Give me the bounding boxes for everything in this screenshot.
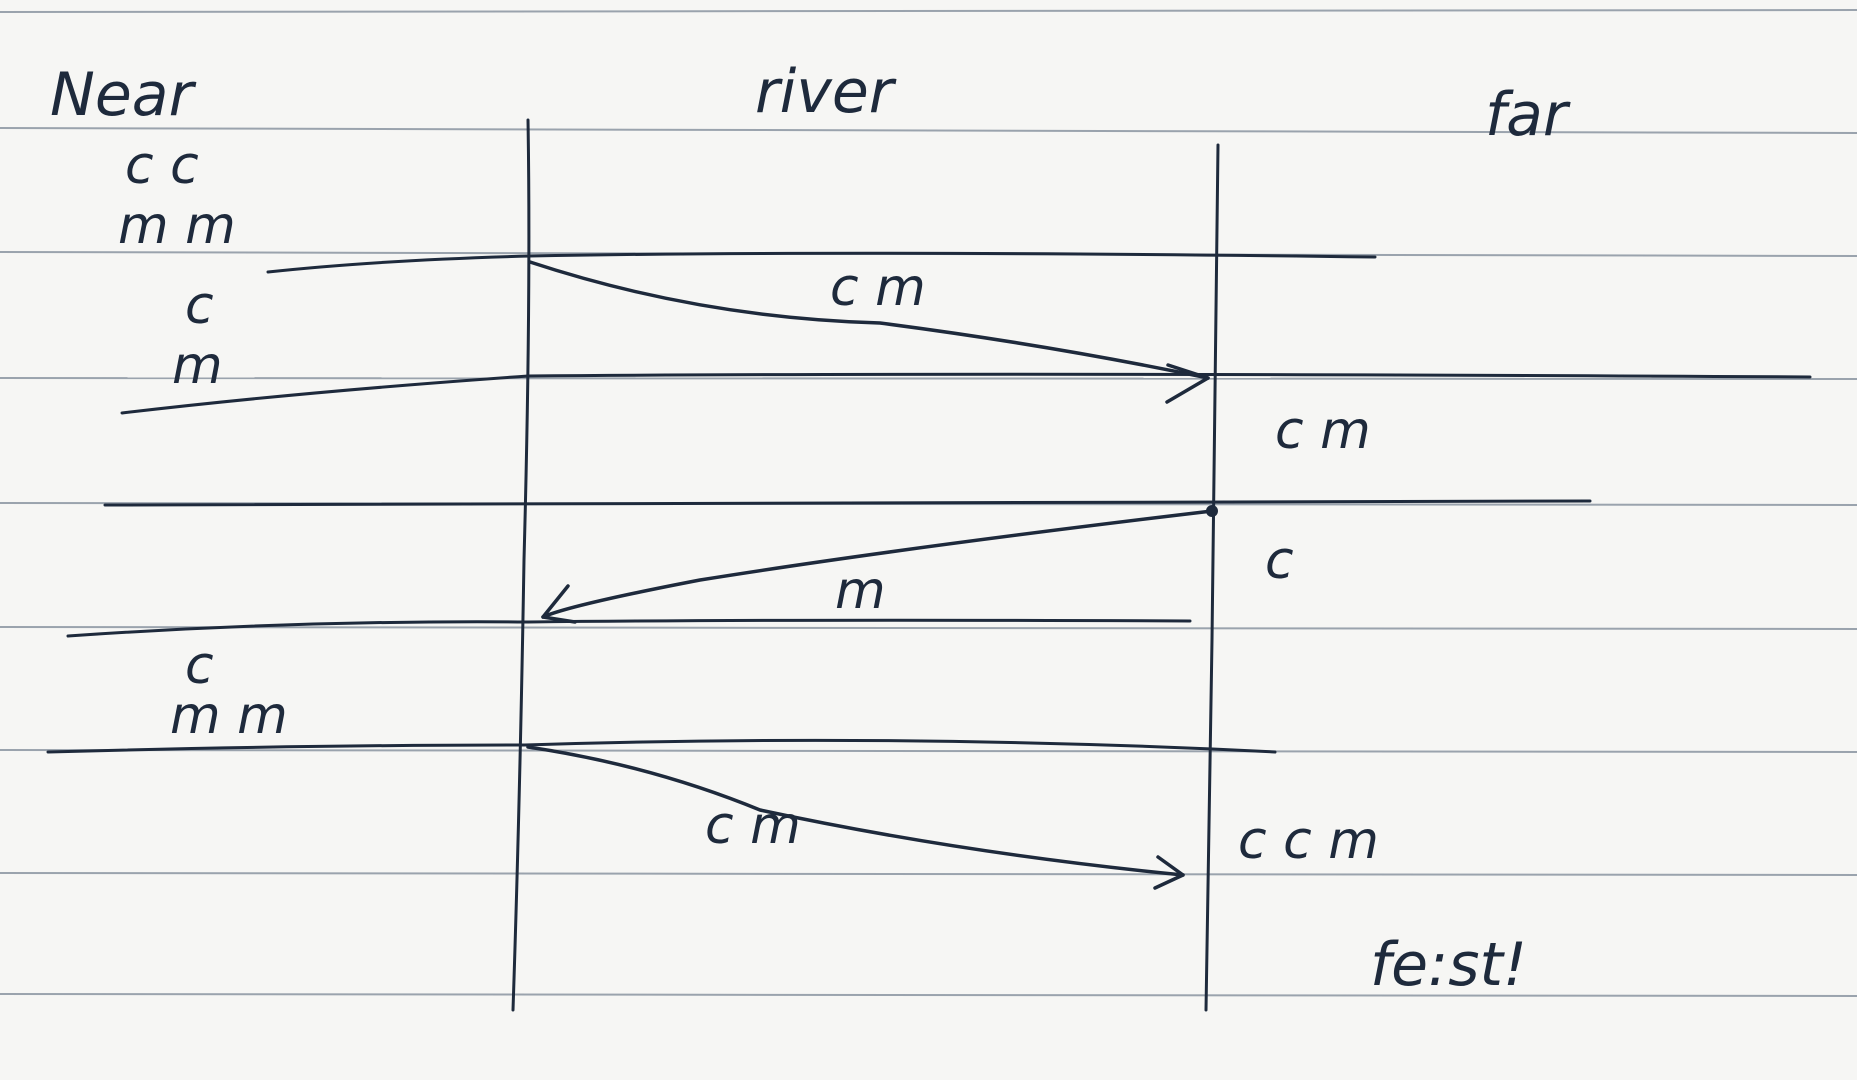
far-step6-group: c c m — [1238, 811, 1379, 871]
trip2-passengers: m — [835, 561, 886, 621]
step-separators — [46, 251, 1812, 754]
near-step5-cannibals: c — [185, 636, 214, 696]
near-step2-cannibals: c — [185, 276, 214, 336]
header-near: Near — [50, 60, 197, 130]
trip3-passengers: c m — [705, 796, 801, 856]
far-bank-line — [1204, 143, 1220, 1012]
ruled-line — [0, 993, 1857, 997]
ruled-line — [0, 127, 1857, 134]
arrow-head-3 — [1153, 855, 1185, 890]
arrow-head-2 — [541, 584, 577, 624]
river-trip-labels: c m m c m — [705, 258, 926, 856]
river-banks — [511, 118, 1220, 1012]
step-divider-3 — [103, 499, 1592, 507]
far-step3-group: c m — [1275, 401, 1371, 461]
near-step5-missionaries: m m — [170, 686, 288, 746]
ruled-line — [0, 377, 1857, 380]
far-bank-labels: c m c c c m — [1238, 401, 1379, 871]
ruled-line — [0, 872, 1857, 876]
arrow-trip-2 — [541, 509, 1214, 619]
near-bank-labels: c c m m c m c m m — [118, 136, 288, 746]
column-headers: Near river far — [50, 57, 1571, 150]
arrow-trip-3 — [526, 745, 1185, 877]
header-river: river — [755, 57, 897, 127]
ruled-line — [0, 749, 1857, 753]
step-divider-2 — [120, 372, 1812, 415]
ruled-line — [0, 9, 1857, 13]
near-step1-missionaries: m m — [118, 196, 236, 256]
near-bank-line — [511, 118, 531, 1012]
step-divider-1 — [266, 251, 1377, 274]
header-far: far — [1485, 80, 1571, 150]
arrow-trip-1 — [528, 260, 1210, 380]
crossing-arrows — [526, 260, 1218, 890]
step-divider-5 — [46, 738, 1277, 754]
departure-dot — [1206, 505, 1218, 517]
ruled-line — [0, 626, 1857, 630]
result-note: fe:st! — [1370, 930, 1527, 1000]
near-step1-cannibals: c c — [125, 136, 199, 196]
step-divider-4 — [66, 618, 1192, 638]
near-step2-missionaries: m — [172, 336, 223, 396]
trip1-passengers: c m — [830, 258, 926, 318]
arrow-head-1 — [1165, 363, 1210, 404]
far-step4-group: c — [1265, 531, 1294, 591]
